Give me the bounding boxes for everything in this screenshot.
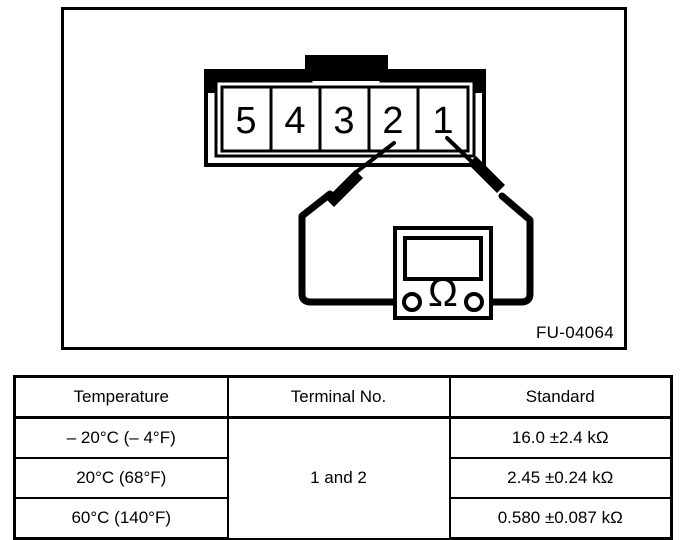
probe-left <box>298 141 412 306</box>
probe-left-handle <box>326 170 363 207</box>
ohmmeter-jack-right <box>464 292 484 312</box>
figure-reference-label: FU-04064 <box>536 323 614 342</box>
terminal-label-1: 1 <box>432 100 453 142</box>
column-header-standard: Standard <box>448 375 673 419</box>
cell-standard: 0.580 ±0.087 kΩ <box>448 497 673 540</box>
ohm-symbol: Ω <box>428 271 458 315</box>
wiring-test-diagram: 5 4 3 2 1 <box>204 55 534 320</box>
terminal-label-4: 4 <box>284 100 305 142</box>
cell-standard: 2.45 ±0.24 kΩ <box>448 457 673 499</box>
probe-right <box>445 136 534 306</box>
table-row: – 20°C (– 4°F) 1 and 2 16.0 ±2.4 kΩ <box>13 416 673 540</box>
table-header-row: Temperature Terminal No. Standard <box>13 375 673 419</box>
terminal-label-2: 2 <box>382 100 403 142</box>
column-header-terminal-no: Terminal No. <box>226 375 451 419</box>
probe-left-wire <box>298 190 412 306</box>
terminal-number-labels: 5 4 3 2 1 <box>235 100 453 142</box>
cell-temperature: 60°C (140°F) <box>13 497 229 540</box>
cell-temperature: 20°C (68°F) <box>13 457 229 499</box>
specification-table: Temperature Terminal No. Standard – 20°C… <box>13 375 673 540</box>
figure-panel: 5 4 3 2 1 <box>61 7 627 350</box>
connector-housing <box>204 55 486 167</box>
terminal-label-3: 3 <box>333 100 354 142</box>
column-header-temperature: Temperature <box>13 375 229 419</box>
probe-right-handle <box>468 156 505 193</box>
ohmmeter-jack-left <box>402 292 422 312</box>
cell-terminal-no: 1 and 2 <box>226 416 451 540</box>
cell-temperature: – 20°C (– 4°F) <box>13 416 229 459</box>
connector-terminal-cells <box>220 85 470 153</box>
ohmmeter: Ω <box>393 226 493 320</box>
probe-left-tip <box>353 141 396 175</box>
table-row: 20°C (68°F) 2.45 ±0.24 kΩ <box>13 457 673 499</box>
ohmmeter-display <box>403 236 483 281</box>
probe-right-tip <box>445 136 473 163</box>
terminal-label-5: 5 <box>235 100 256 142</box>
cell-standard: 16.0 ±2.4 kΩ <box>448 416 673 459</box>
probe-right-wire <box>474 192 534 306</box>
